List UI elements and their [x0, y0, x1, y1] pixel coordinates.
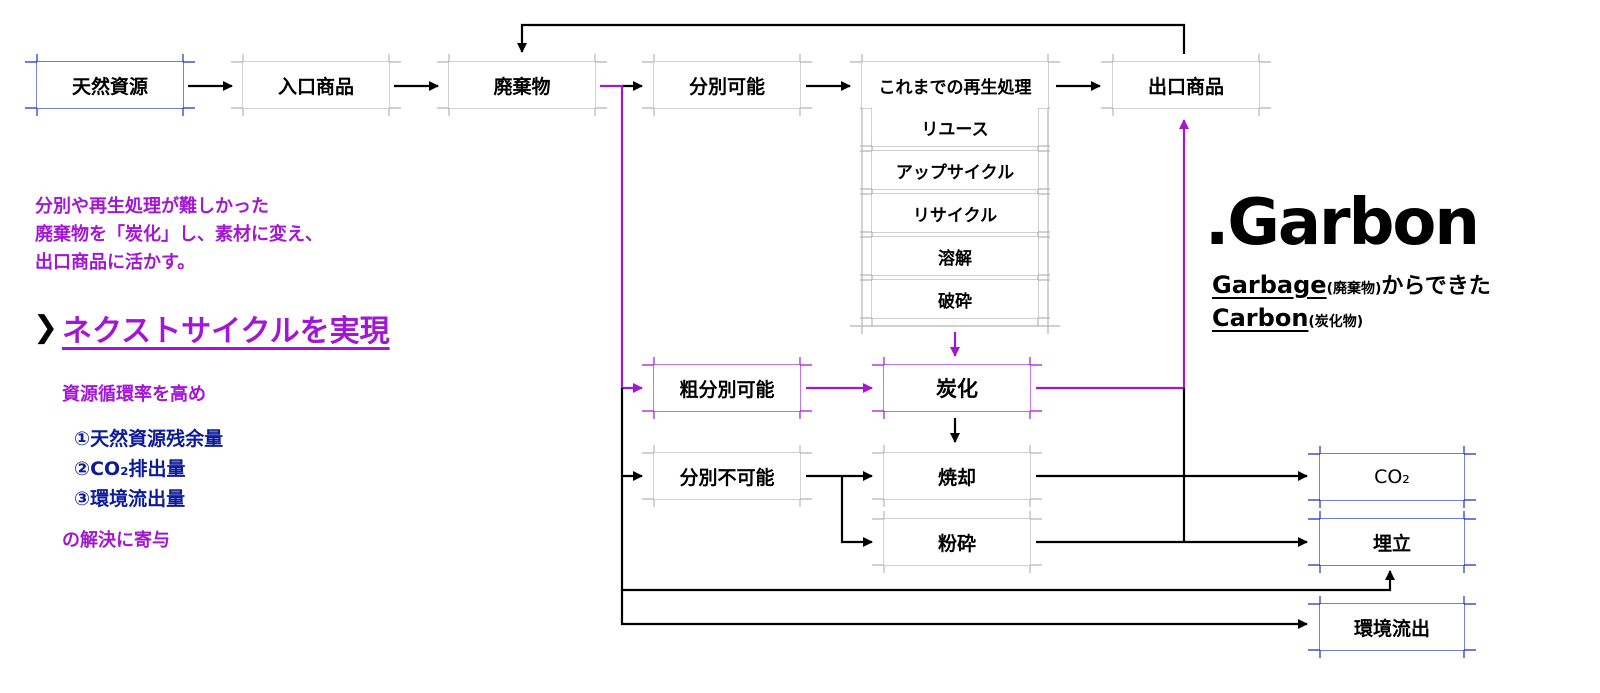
node-carbonize: 炭化: [884, 365, 1030, 411]
node-pulverize: 粉砕: [884, 519, 1030, 565]
node-recycle: リサイクル: [872, 194, 1038, 232]
node-landfill: 埋立: [1320, 519, 1464, 565]
headline-chevron-icon: ❯: [33, 310, 59, 345]
goal-item-2: ②CO₂排出量: [74, 458, 186, 480]
node-rough-separable: 粗分別可能: [654, 365, 800, 411]
brand-paren-carbide: (炭化物): [1308, 314, 1364, 330]
description-line-1: 分別や再生処理が難しかった: [35, 196, 269, 217]
node-crush: 破砕: [872, 280, 1038, 318]
node-input-goods: 入口商品: [243, 62, 389, 108]
arrow-waste-to-rough: [600, 84, 643, 393]
node-env-outflow: 環境流出: [1320, 604, 1464, 650]
node-waste: 廃棄物: [449, 62, 595, 108]
headline: ネクストサイクルを実現: [62, 314, 390, 349]
node-reuse: リユース: [872, 108, 1038, 146]
node-co2: CO₂: [1320, 454, 1464, 500]
node-dissolve: 溶解: [872, 237, 1038, 275]
node-natural-resources: 天然資源: [37, 62, 183, 108]
arrow-waste-to-landfill: [620, 476, 1395, 592]
subtitle-raise-rate: 資源循環率を高め: [62, 384, 206, 405]
arrow-waste-to-inseparable: [620, 388, 643, 481]
brand-word-garbage: Garbage: [1212, 271, 1327, 299]
brand-paren-waste: (廃棄物): [1326, 281, 1382, 297]
node-conventional: これまでの再生処理: [862, 62, 1048, 108]
node-incinerate: 焼却: [884, 453, 1030, 499]
garbon-logo: .Garbon: [1205, 186, 1480, 260]
node-upcycle: アップサイクル: [872, 151, 1038, 189]
arrow-inseparable-to-pulverize: [840, 476, 873, 547]
description-line-3: 出口商品に活かす。: [35, 252, 196, 273]
node-separable: 分別可能: [654, 62, 800, 108]
goal-item-3: ③環境流出量: [74, 488, 186, 510]
subtitle-contribute: の解決に寄与: [62, 530, 170, 551]
arrow-feedback-loop: [517, 23, 1186, 54]
description-line-2: 廃棄物を「炭化」し、素材に変え、: [35, 224, 323, 245]
arrow-carbonize-to-output: [1036, 119, 1189, 390]
node-inseparable: 分別不可能: [654, 453, 800, 499]
goal-item-1: ①天然資源残余量: [74, 428, 224, 450]
brand-tagline-2: Carbon(炭化物): [1212, 304, 1363, 332]
arrow-waste-to-env-outflow: [620, 590, 1308, 629]
brand-tagline-1: Garbage(廃棄物)からできた: [1212, 268, 1491, 300]
node-output-goods: 出口商品: [1113, 62, 1259, 108]
brand-word-carbon: Carbon: [1212, 304, 1309, 332]
brand-tail: からできた: [1381, 274, 1491, 299]
